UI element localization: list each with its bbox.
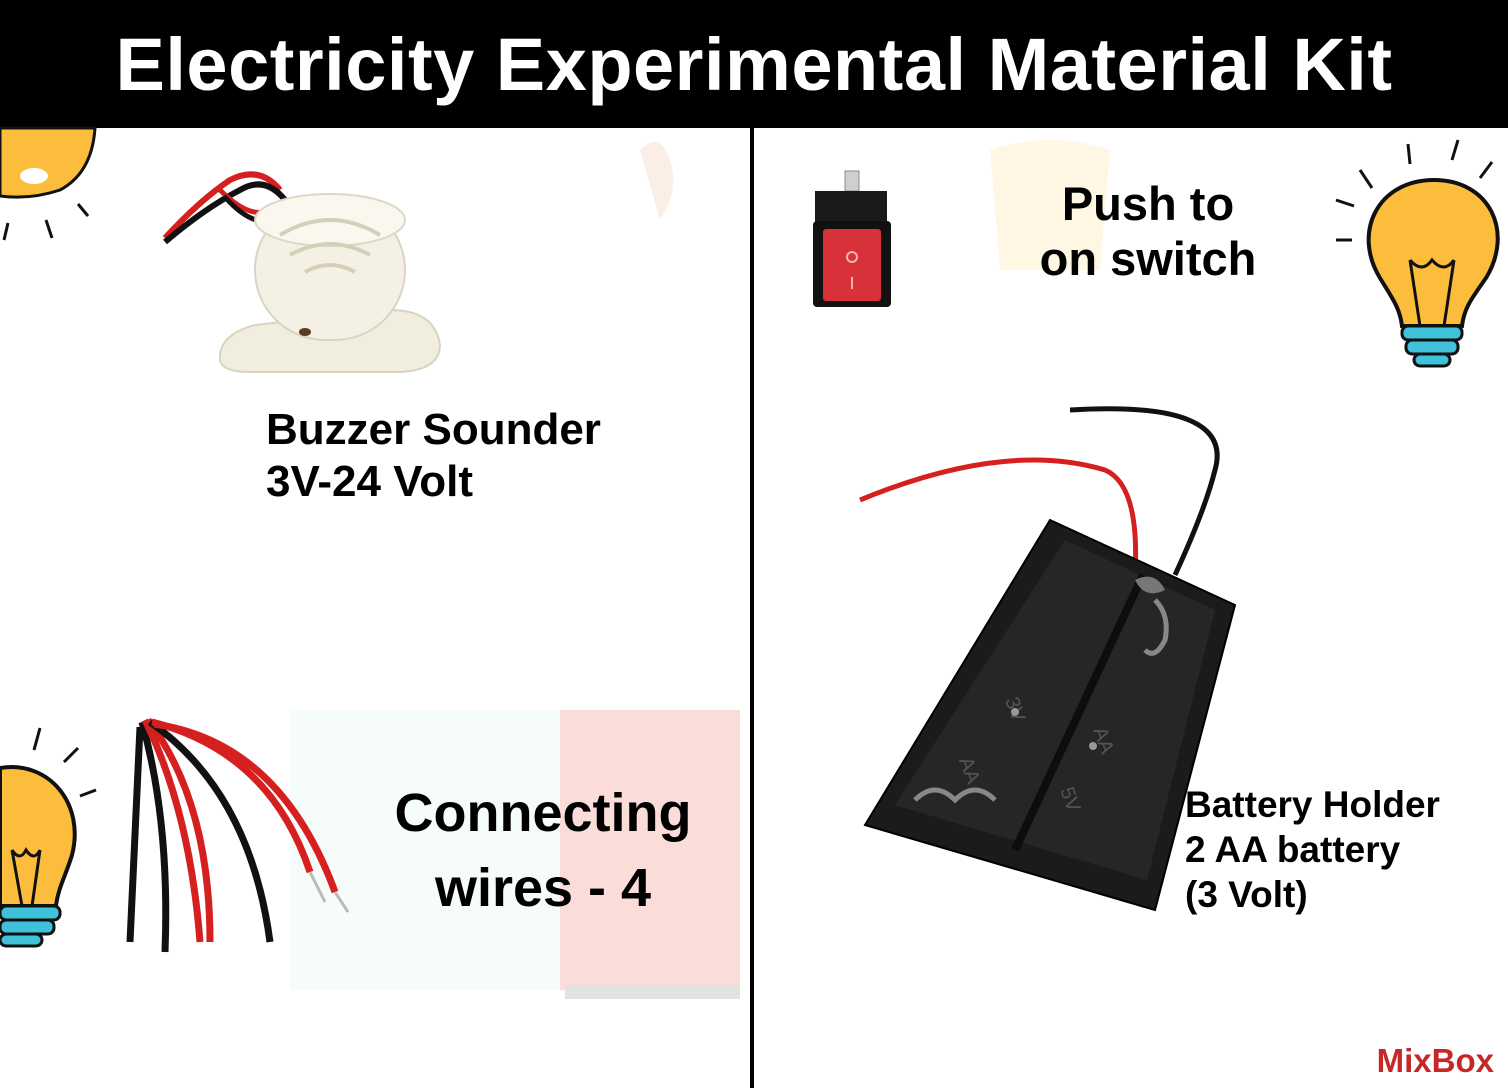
buzzer-name: Buzzer Sounder: [266, 405, 601, 454]
battery-label: Battery Holder 2 AA battery (3 Volt): [1185, 782, 1440, 917]
switch-label: Push to on switch: [1028, 176, 1268, 287]
switch-name-line2: on switch: [1039, 232, 1257, 286]
battery-name: Battery Holder: [1185, 784, 1440, 825]
brand-logo: MixBox: [1376, 1042, 1494, 1079]
page-title: Electricity Experimental Material Kit: [115, 22, 1393, 106]
buzzer-label: Buzzer Sounder 3V-24 Volt: [266, 404, 601, 508]
battery-capacity: 2 AA battery: [1185, 829, 1401, 871]
light-bulb-icon: [1335, 139, 1500, 368]
header-bar: Electricity Experimental Material Kit: [0, 0, 1508, 128]
battery-voltage: (3 Volt): [1185, 874, 1308, 916]
switch-name-line1: Push to: [1061, 177, 1235, 230]
light-bulb-icon: [0, 727, 97, 948]
light-bulb-icon: [0, 126, 97, 241]
center-divider: [750, 128, 754, 1088]
buzzer-image: [162, 171, 442, 373]
wires-label: Connecting wires - 4: [383, 776, 703, 925]
battery-holder-image: 3V AA AA 5V: [859, 406, 1237, 912]
wires-name: Connecting: [394, 783, 692, 843]
buzzer-voltage: 3V-24 Volt: [266, 456, 474, 506]
wires-image: [126, 717, 350, 953]
wires-count: wires - 4: [434, 857, 652, 918]
switch-image: [813, 170, 891, 307]
